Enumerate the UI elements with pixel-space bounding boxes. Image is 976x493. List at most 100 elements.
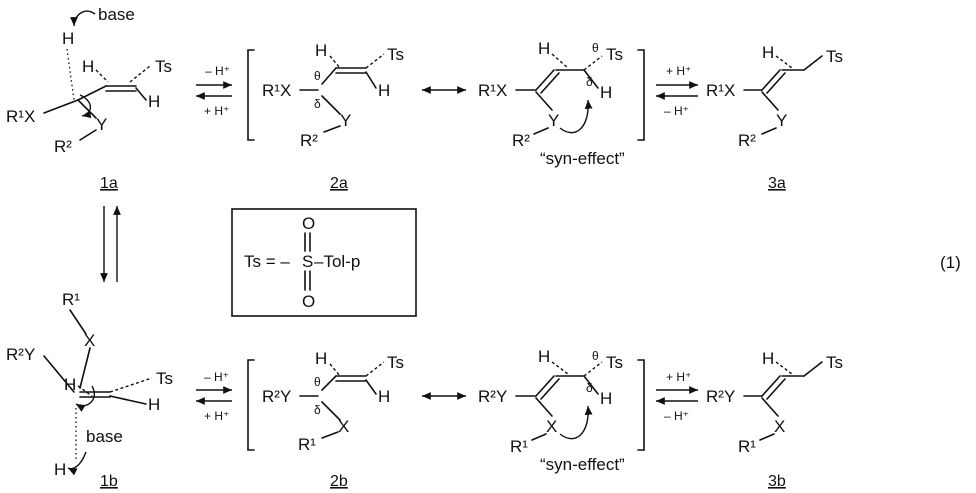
single-bond: [109, 395, 147, 405]
conformer-equilibrium: [100, 206, 121, 282]
compound-2a-resonance: R¹X H θ δ Ts H Y R² “syn-effect”: [478, 39, 625, 168]
protonation-label: + H⁺: [666, 64, 691, 78]
protonation-label: + H⁺: [204, 409, 229, 423]
single-bond: [43, 355, 75, 393]
equilibrium-arrows: + H⁺ – H⁺: [656, 64, 698, 118]
compound-2b-resonance: R²Y H θ δ Ts H X R¹ “syn-effect”: [478, 347, 625, 474]
atom-x: X: [774, 417, 785, 436]
atom-h: H: [378, 387, 390, 406]
r1x-group: R¹X: [262, 81, 291, 100]
hash-bond: [365, 361, 385, 377]
single-bond: [321, 401, 341, 421]
deprotonation-label: – H⁺: [664, 104, 689, 118]
double-bond: [535, 69, 555, 91]
single-bond: [321, 431, 339, 439]
single-bond: [759, 433, 775, 441]
deprotonation-label: – H⁺: [204, 370, 229, 384]
bracket-right: [637, 359, 645, 451]
atom-h: H: [64, 375, 76, 394]
tosyl-group: Ts: [606, 45, 623, 64]
single-bond: [365, 379, 377, 395]
carbanion-charge: θ: [314, 69, 321, 83]
syn-effect-arrow: [559, 99, 593, 134]
compound-label-3a: 3a: [768, 175, 786, 192]
single-bond: [77, 99, 97, 119]
single-bond: [583, 375, 599, 395]
single-bond: [79, 129, 97, 141]
compound-3b: R²Y H Ts X R¹: [706, 349, 843, 456]
double-bond: [766, 378, 786, 400]
hash-bond: [365, 53, 385, 69]
atom-y: Y: [340, 111, 351, 130]
single-bond: [321, 375, 337, 391]
compound-label-2b: 2b: [330, 473, 348, 490]
r2-group: R²: [300, 131, 318, 150]
atom-h: H: [62, 29, 74, 48]
deprotonation-label: – H⁺: [205, 64, 230, 78]
syn-effect-label: “syn-effect”: [540, 149, 625, 168]
sulfur-atom: S: [302, 252, 313, 271]
base-attack-arrow: [67, 451, 87, 476]
electron-push-arrow: [75, 385, 95, 412]
tosyl-group: Ts: [155, 57, 172, 76]
r2y-group: R²Y: [262, 387, 291, 406]
oxygen-atom: O: [302, 214, 315, 233]
single-bond: [583, 69, 599, 89]
atom-h: H: [762, 43, 774, 62]
hash-bond: [775, 55, 793, 69]
r1x-group: R¹X: [478, 81, 507, 100]
oxygen-atom: O: [302, 292, 315, 311]
base-label: base: [86, 427, 123, 446]
carbanion-charge: θ: [592, 41, 599, 55]
atom-h: H: [378, 81, 390, 100]
tosyl-group: Ts: [826, 353, 843, 372]
atom-h: H: [315, 349, 327, 368]
compound-2b: R²Y θ δ H Ts H X R¹: [262, 349, 404, 454]
protonation-label: + H⁺: [204, 104, 229, 118]
compound-label-1b: 1b: [100, 473, 118, 490]
hash-bond: [551, 53, 569, 69]
single-bond: [43, 99, 79, 114]
r2y-group: R²Y: [478, 387, 507, 406]
double-bond: [535, 375, 555, 397]
atom-y: Y: [96, 115, 107, 134]
protonation-label: + H⁺: [666, 370, 691, 384]
r1x-group: R¹X: [6, 107, 35, 126]
atom-x: X: [84, 331, 95, 350]
single-bond: [77, 85, 107, 101]
atom-h: H: [315, 41, 327, 60]
abstraction-bond: [66, 48, 75, 101]
hash-bond: [109, 377, 153, 393]
single-bond: [761, 397, 779, 417]
carbanion-charge: θ: [592, 349, 599, 363]
r2-group: R²: [54, 137, 72, 156]
r1x-group: R¹X: [706, 81, 735, 100]
r1-group: R¹: [298, 435, 316, 454]
single-bond: [135, 87, 147, 101]
single-bond: [69, 309, 87, 335]
hash-bond: [775, 361, 793, 375]
atom-y: Y: [548, 111, 559, 130]
r1-group: R¹: [510, 437, 528, 456]
ts-rhs: –Tol-p: [314, 252, 360, 271]
lone-pair: δ: [314, 403, 321, 417]
single-bond: [803, 55, 823, 71]
bracket-right: [637, 49, 645, 141]
compound-2a: R¹X θ δ H Ts H Y R²: [262, 41, 404, 150]
atom-h: H: [762, 349, 774, 368]
double-bond: [761, 375, 781, 397]
bracket-left: [247, 359, 255, 451]
bracket-left: [247, 49, 255, 141]
atom-y: Y: [776, 111, 787, 130]
equilibrium-arrows: – H⁺ + H⁺: [196, 64, 232, 118]
tosyl-group: Ts: [606, 353, 623, 372]
single-bond: [323, 125, 341, 133]
single-bond: [533, 127, 549, 135]
compound-3a: R¹X H Ts Y R²: [706, 43, 843, 150]
hash-bond: [129, 65, 151, 83]
double-bond: [540, 72, 560, 94]
tosyl-group: Ts: [826, 47, 843, 66]
hash-bond: [583, 361, 603, 377]
equilibrium-arrows: + H⁺ – H⁺: [656, 370, 698, 423]
